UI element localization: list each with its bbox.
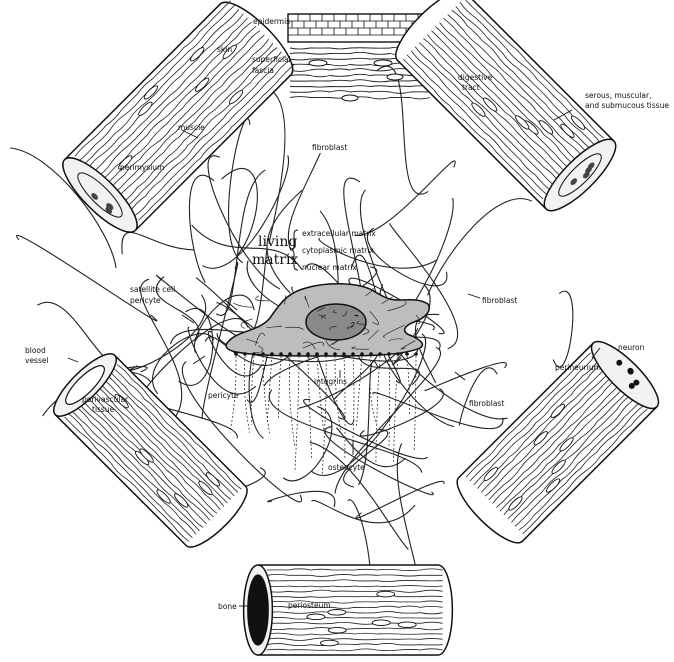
label-bone: bone (218, 602, 237, 611)
blood-vessel-cylinder (46, 346, 255, 555)
matrix-fiber (553, 291, 572, 367)
label-matrix: matrix (252, 252, 298, 268)
label-serous-1: serous, muscular, (585, 91, 651, 100)
label-fibroblast-lower-right: fibroblast (469, 399, 504, 408)
label-vessel: vessel (25, 356, 49, 365)
matrix-fiber (17, 235, 157, 321)
matrix-fiber (355, 161, 455, 236)
label-tract: tract (462, 83, 480, 92)
label-superficial: superficial (252, 55, 291, 64)
matrix-fiber (337, 428, 406, 467)
label-fibroblast-right: fibroblast (482, 296, 517, 305)
label-pericyte-upper: pericyte (130, 296, 161, 305)
label-integrins: integrins (314, 377, 347, 386)
label-neuron: neuron (618, 343, 645, 352)
label-extracellular: extracellular matrix (302, 229, 376, 238)
matrix-fiber (428, 199, 532, 295)
label-perimysium: perimysium (120, 163, 164, 172)
label-osteocyte: osteocyte (328, 463, 365, 472)
label-cytoplasmic: cytoplasmic matrix (302, 246, 374, 255)
label-epidermis: epidermis (253, 17, 290, 26)
matrix-fiber (208, 156, 279, 289)
label-muscle: muscle (178, 123, 205, 132)
label-satellite-cell: satellite cell (130, 285, 175, 294)
label-living: living (258, 234, 297, 250)
bone-cylinder (244, 565, 453, 655)
matrix-fiber (269, 390, 421, 472)
matrix-fiber (360, 389, 443, 436)
nucleus (306, 304, 366, 340)
label-pericyte-lower: pericyte (208, 391, 239, 400)
label-skin: skin (217, 45, 232, 54)
label-blood: blood (25, 346, 46, 355)
label-tissue: tissue (92, 405, 115, 414)
matrix-fiber (310, 442, 408, 549)
matrix-fiber (179, 308, 213, 385)
matrix-fiber (425, 363, 506, 391)
matrix-fiber (122, 232, 193, 253)
label-fibroblast-top: fibroblast (312, 143, 347, 152)
matrix-fiber (367, 228, 446, 286)
label-nuclear: nuclear matrix (302, 263, 357, 272)
label-periosteum: periosteum (288, 601, 331, 610)
matrix-fiber (312, 500, 415, 522)
label-perineurium: perineurium (555, 363, 601, 372)
muscle-cylinder (53, 0, 302, 242)
label-digestive: digestive (458, 73, 493, 82)
matrix-fiber (38, 302, 137, 370)
matrix-fiber (189, 175, 213, 282)
label-fascia: fascia (252, 66, 274, 75)
label-serous-2: and submucous tissue (585, 101, 669, 110)
matrix-fiber (269, 89, 285, 243)
matrix-fiber (459, 368, 497, 425)
label-perivascular: perivascular (82, 395, 129, 404)
